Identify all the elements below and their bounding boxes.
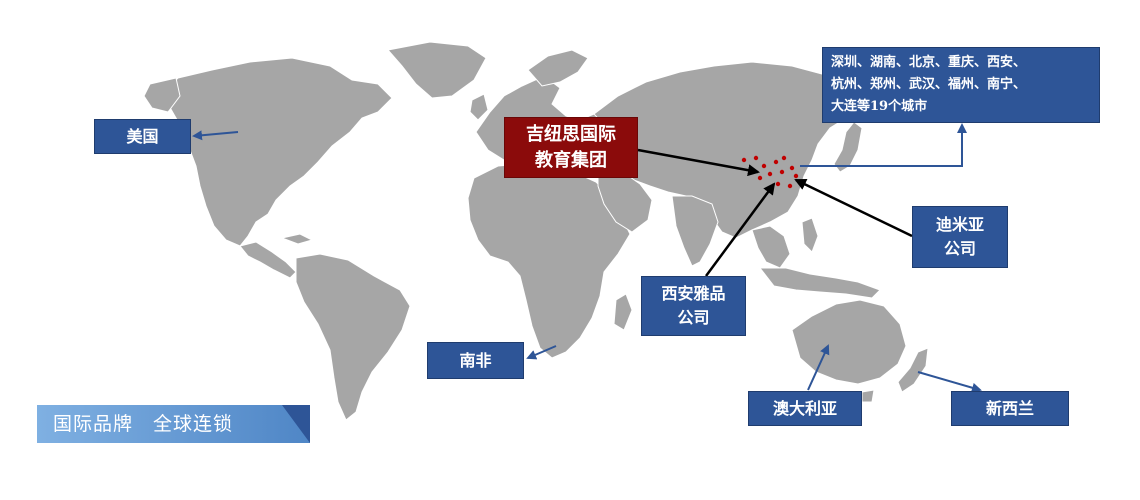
xian-label-line2: 公司 (677, 308, 710, 327)
asia-landmass (593, 61, 857, 239)
slogan-text: 国际品牌 全球连锁 (53, 413, 234, 435)
new-zealand-landmass (897, 347, 929, 393)
philippines-islands (801, 217, 819, 253)
dimi-label-line2: 公司 (943, 239, 976, 258)
city-dot (773, 159, 779, 165)
cities-label-line3: 大连等19个城市 (831, 99, 928, 114)
group-label-line1: 吉纽思国际 (526, 123, 616, 145)
xian-label: 西安雅品 公司 (641, 276, 746, 336)
southeast-asia-landmass (751, 225, 791, 269)
cities-label-line2: 杭州、郑州、武汉、福州、南宁、 (831, 77, 1027, 92)
australia-label: 澳大利亚 (748, 391, 862, 426)
north-america-landmass (163, 57, 393, 247)
city-dot (767, 171, 773, 177)
city-dot (775, 181, 781, 187)
city-dot (741, 157, 747, 163)
city-dot (761, 163, 767, 169)
banner-corner-accent (282, 405, 310, 443)
city-dot (779, 169, 785, 175)
new-zealand-label: 新西兰 (951, 391, 1069, 426)
usa-label: 美国 (94, 119, 191, 154)
cities-arrow (800, 123, 967, 167)
usa-label-text: 美国 (126, 126, 159, 146)
dimi-label: 迪米亚 公司 (912, 206, 1008, 268)
australia-label-text: 澳大利亚 (772, 398, 837, 418)
caribbean-islands (280, 233, 314, 245)
xian-label-line1: 西安雅品 (661, 284, 726, 303)
dimi-arrow (794, 178, 913, 238)
slogan-banner: 国际品牌 全球连锁 (37, 405, 310, 443)
city-dot (781, 155, 787, 161)
xian-arrow (704, 182, 776, 277)
new-zealand-label-text: 新西兰 (985, 398, 1034, 418)
city-dot (753, 155, 759, 161)
indonesia-islands (758, 267, 881, 299)
new-zealand-arrow (917, 371, 982, 393)
australia-landmass (791, 299, 907, 385)
alaska-landmass (143, 77, 181, 113)
group-label: 吉纽思国际 教育集团 (504, 117, 638, 178)
cities-label-line1: 深圳、湖南、北京、重庆、西安、 (831, 55, 1027, 70)
india-landmass (671, 195, 719, 267)
greenland-landmass (387, 41, 487, 99)
city-dot (789, 165, 795, 171)
central-america-landmass (239, 241, 297, 279)
japan-landmass (833, 121, 863, 173)
cities-label: 深圳、湖南、北京、重庆、西安、 杭州、郑州、武汉、福州、南宁、 大连等19个城市 (822, 47, 1100, 123)
madagascar-landmass (613, 293, 633, 331)
tasmania-landmass (861, 389, 875, 403)
usa-arrow (192, 130, 239, 141)
south-africa-arrow (526, 345, 557, 360)
dimi-label-line1: 迪米亚 (935, 215, 984, 234)
uk-landmass (469, 93, 489, 121)
south-america-landmass (295, 253, 411, 421)
scandinavia-landmass (527, 49, 589, 87)
south-africa-label: 南非 (427, 342, 524, 379)
city-dot (793, 173, 799, 179)
south-africa-label-text: 南非 (459, 350, 492, 370)
group-arrow (637, 148, 760, 177)
city-dot (787, 183, 793, 189)
city-dot (757, 175, 763, 181)
china-city-dots (741, 155, 799, 189)
australia-arrow (807, 344, 830, 391)
group-label-line2: 教育集团 (535, 149, 607, 171)
